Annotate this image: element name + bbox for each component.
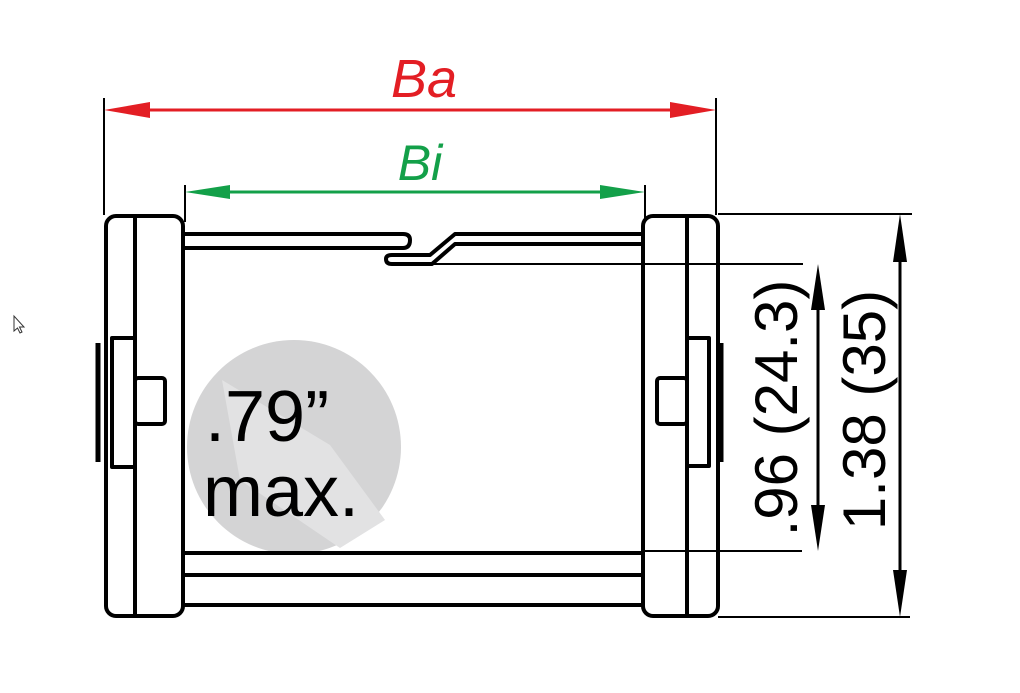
left-side-plate — [95, 214, 185, 618]
badge-value: .79” — [205, 377, 329, 457]
outer-width-label: Ba — [391, 49, 457, 109]
top-crossbar — [181, 232, 645, 266]
inner-width-label: Bi — [398, 135, 444, 191]
right-side-plate — [641, 214, 724, 618]
inner-height-label: .96 (24.3) — [743, 280, 810, 537]
outer-width-dimension: Ba — [103, 49, 717, 215]
max-cable-diameter-badge: .79” max. — [187, 340, 401, 554]
inner-frame — [181, 248, 645, 607]
inner-height-dimension: .96 (24.3) — [392, 263, 825, 552]
outer-height-label: 1.38 (35) — [831, 290, 898, 530]
badge-suffix: max. — [203, 452, 359, 532]
inner-width-dimension: Bi — [184, 135, 646, 222]
outer-height-dimension: 1.38 (35) — [718, 213, 912, 618]
mouse-pointer-icon — [13, 314, 26, 334]
